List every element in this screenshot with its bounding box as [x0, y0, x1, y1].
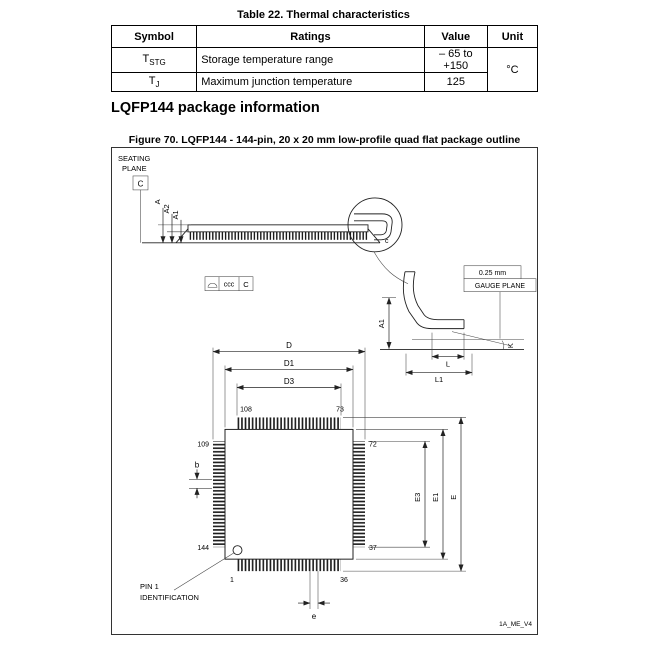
pitch-e-label: e	[312, 612, 317, 621]
tolerance-box	[204, 276, 254, 291]
k-angle-arc	[501, 340, 504, 350]
thermal-characteristics-table: Symbol Ratings Value Unit TSTG Storage t…	[110, 25, 539, 92]
dim-e3-label: E3	[413, 493, 422, 502]
pin-1-label: 1	[230, 577, 234, 584]
end-lead-right	[367, 228, 381, 244]
dim-d1-label: D1	[284, 359, 295, 368]
package-body-top	[224, 428, 354, 560]
dim-l-label: L	[446, 360, 450, 369]
left-pin-row	[213, 441, 225, 548]
symbol-main: T	[142, 52, 150, 65]
package-outline-figure: SEATING PLANE C A A2 A1	[111, 147, 538, 635]
pin-108-label: 108	[240, 406, 252, 413]
symbol-main: T	[148, 74, 156, 87]
lead-outline-outer	[402, 271, 464, 330]
pin-72-label: 72	[369, 441, 377, 448]
detail-c-label: c	[385, 238, 389, 245]
detail-lead-inner	[374, 220, 388, 236]
dim-d3-label: D3	[284, 377, 295, 386]
col-header-symbol: Symbol	[110, 25, 198, 48]
col-header-value: Value	[423, 25, 488, 48]
dim-k-label: K	[506, 343, 515, 348]
figure-code: 1A_ME_V4	[499, 621, 532, 628]
symbol-sub: J	[155, 80, 160, 90]
side-view: SEATING PLANE C A A2 A1	[118, 154, 409, 291]
table-row: TSTG Storage temperature range – 65 to +…	[110, 47, 539, 92]
k-angle-extension	[451, 331, 511, 346]
datum-c-label: C	[138, 179, 144, 188]
unit-cell: °C	[486, 47, 539, 92]
dim-a1-label: A1	[171, 210, 180, 219]
top-view: D D1 D3 108 73 109 144	[140, 341, 466, 621]
pin1-indicator	[232, 545, 243, 556]
col-header-unit: Unit	[486, 25, 539, 48]
symbol-sub: STG	[149, 58, 166, 68]
end-lead-left	[175, 228, 189, 244]
dim-a1-detail-label: A1	[377, 319, 386, 328]
pin-109-label: 109	[197, 441, 209, 448]
value-cell: 125	[423, 72, 488, 92]
lead-detail: 0.25 mm GAUGE PLANE A1 L	[377, 265, 537, 384]
right-pin-row	[353, 441, 365, 548]
section-heading: LQFP144 package information	[111, 100, 320, 116]
dim-a2-label: A2	[162, 204, 171, 213]
flatness-symbol-icon	[207, 282, 218, 288]
symbol-cell: TSTG	[110, 47, 198, 73]
pin1-id-label: PIN 1	[140, 582, 159, 591]
gauge-offset-label: 0.25 mm	[479, 270, 506, 277]
detail-leader	[373, 251, 409, 284]
pin-36-label: 36	[340, 577, 348, 584]
pin1-id-label: IDENTIFICATION	[140, 593, 199, 602]
seating-plane-label: SEATING	[118, 154, 151, 163]
dim-b-label: b	[195, 460, 200, 469]
top-pin-row	[237, 417, 341, 430]
lead-outline-inner	[412, 271, 464, 321]
dim-l1-label: L1	[435, 375, 443, 384]
pin1-leader	[173, 552, 234, 591]
table-header-row: Symbol Ratings Value Unit	[110, 25, 539, 48]
seating-plane-label: PLANE	[122, 164, 147, 173]
detail-balloon	[347, 197, 403, 253]
col-header-ratings: Ratings	[196, 25, 425, 48]
pin-37-label: 37	[369, 545, 377, 552]
bottom-pin-row	[237, 559, 341, 572]
detail-lead-outer	[374, 213, 393, 241]
dim-e1-label: E1	[431, 493, 440, 502]
gauge-plane-label: GAUGE PLANE	[475, 283, 525, 290]
figure-caption: Figure 70. LQFP144 - 144-pin, 20 x 20 mm…	[128, 134, 521, 146]
package-body-side	[187, 224, 369, 233]
table-title: Table 22. Thermal characteristics	[237, 9, 410, 21]
lqfp144-drawing: SEATING PLANE C A A2 A1	[118, 154, 537, 628]
pin-144-label: 144	[197, 545, 209, 552]
symbol-cell: TJ	[110, 72, 198, 92]
dim-e-label: E	[449, 495, 458, 500]
ccc-datum-label: C	[243, 280, 249, 289]
rating-cell: Maximum junction temperature	[196, 72, 425, 92]
pin-73-label: 73	[336, 406, 344, 413]
dim-a-label: A	[153, 199, 162, 204]
leads-side	[188, 231, 368, 240]
value-cell: – 65 to +150	[423, 47, 488, 73]
ccc-label: ccc	[224, 282, 235, 289]
rating-cell: Storage temperature range	[196, 47, 425, 73]
table-row: TJ Maximum junction temperature 125	[110, 72, 538, 92]
dim-d-label: D	[286, 341, 292, 350]
